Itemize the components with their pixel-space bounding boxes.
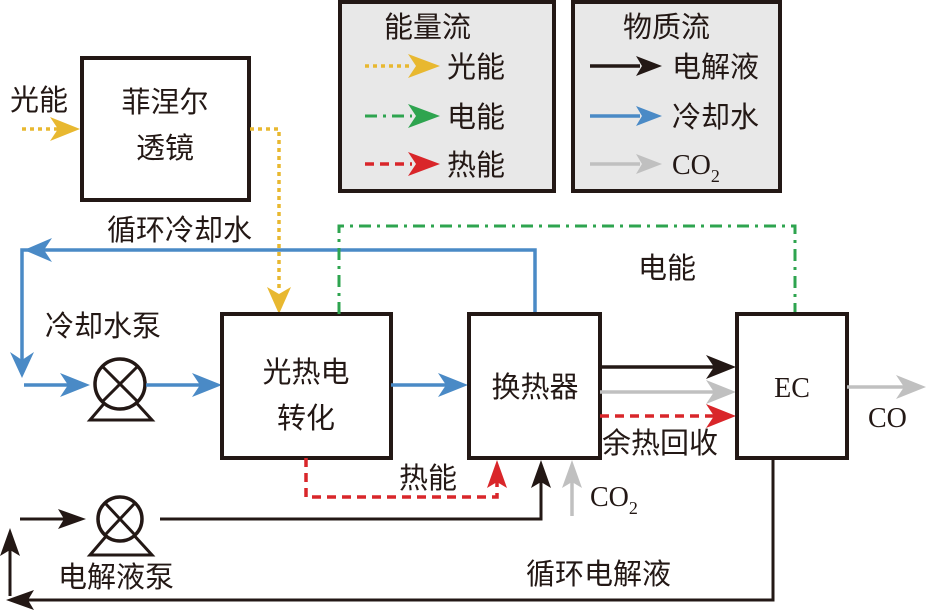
hx-to-ec-electrolyte-arrowhead-icon [706, 355, 736, 379]
co2-input-arrowhead-icon [562, 460, 582, 488]
electric-energy-line [337, 224, 797, 314]
legend-co2-arrowhead-icon [636, 154, 662, 174]
cooling-loop-label: 循环冷却水 [107, 213, 252, 247]
pump-to-hx-electrolyte-arrowhead-icon [531, 460, 551, 488]
cooling-to-pump-arrowhead-icon [60, 373, 90, 397]
legend-cooling-arrowhead-icon [636, 106, 662, 126]
light-to-pte-line [250, 127, 281, 290]
legend-electrolyte-arrowhead-icon [636, 56, 662, 76]
pte-label-1: 光热电 [262, 355, 349, 389]
waste-heat-label: 余热回收 [602, 426, 718, 460]
legend-cooling-label: 冷却水 [672, 100, 759, 134]
waste-heat-arrowhead-icon [706, 404, 736, 428]
heat-exchanger-label: 换热器 [491, 370, 578, 404]
legend-co2-label: CO2 [672, 150, 720, 186]
light-to-pte-arrowhead-icon [267, 287, 291, 314]
co-output-label: CO [868, 403, 907, 434]
legend-energy-box [338, 0, 556, 193]
cooling-pump-label: 冷却水泵 [45, 309, 161, 343]
legend-electric-arrowhead-icon [408, 104, 440, 128]
legend-energy-title: 能量流 [384, 10, 471, 44]
cooling-loop-line [20, 248, 537, 360]
fresnel-lens-label-2: 透镜 [136, 131, 194, 165]
legend-light-label: 光能 [447, 50, 505, 84]
to-electrolyte-pump-arrowhead-icon [58, 509, 86, 529]
pte-label-2: 转化 [277, 401, 335, 435]
pte-to-hx-arrowhead-icon [438, 373, 468, 397]
hx-to-ec-co2-arrowhead-icon [706, 380, 736, 404]
electrolyte-up-arrowhead-icon [0, 528, 20, 556]
legend-heat-label: 热能 [447, 148, 505, 182]
electrolyte-pump-icon [86, 495, 156, 557]
fresnel-lens-label-1: 菲涅尔 [121, 85, 208, 119]
fresnel-lens-box [80, 56, 251, 202]
pump-to-pte-arrowhead-icon [192, 373, 222, 397]
legend-material-flow: 物质流 电解液 冷却水 CO2 [571, 0, 782, 193]
electrolyte-return-arrowhead-icon [6, 590, 34, 610]
legend-material-title: 物质流 [623, 10, 710, 44]
legend-material-box [571, 0, 782, 193]
ec-box [735, 312, 849, 460]
light-input-arrowhead-icon [50, 117, 80, 141]
heat-energy-label: 热能 [399, 461, 457, 495]
legend-light-arrowhead-icon [408, 54, 440, 78]
cooling-loop-arrowhead-down-icon [10, 352, 34, 378]
cooling-loop-arrowhead-left-icon [24, 238, 52, 262]
legend-electric-label: 电能 [447, 100, 505, 134]
light-input-label: 光能 [10, 83, 68, 117]
heat-exchanger-box [467, 312, 602, 460]
electrolyte-pump-label: 电解液泵 [58, 560, 174, 594]
cooling-pump-icon [86, 357, 156, 422]
legend-heat-arrowhead-icon [408, 152, 440, 176]
pump-to-hx-electrolyte-line [160, 480, 543, 521]
legend-energy-flow: 能量流 光能 电能 热能 [338, 0, 556, 193]
heat-energy-line [304, 458, 499, 499]
electrolyte-loop-label: 循环电解液 [526, 557, 671, 591]
electrolyte-return-line [14, 458, 775, 602]
heat-energy-arrowhead-icon [487, 460, 507, 488]
electric-energy-label: 电能 [638, 251, 696, 285]
ec-label: EC [774, 373, 810, 404]
co2-input-label: CO2 [590, 482, 638, 518]
co-output-arrowhead-icon [896, 375, 926, 399]
legend-electrolyte-label: 电解液 [672, 50, 759, 84]
